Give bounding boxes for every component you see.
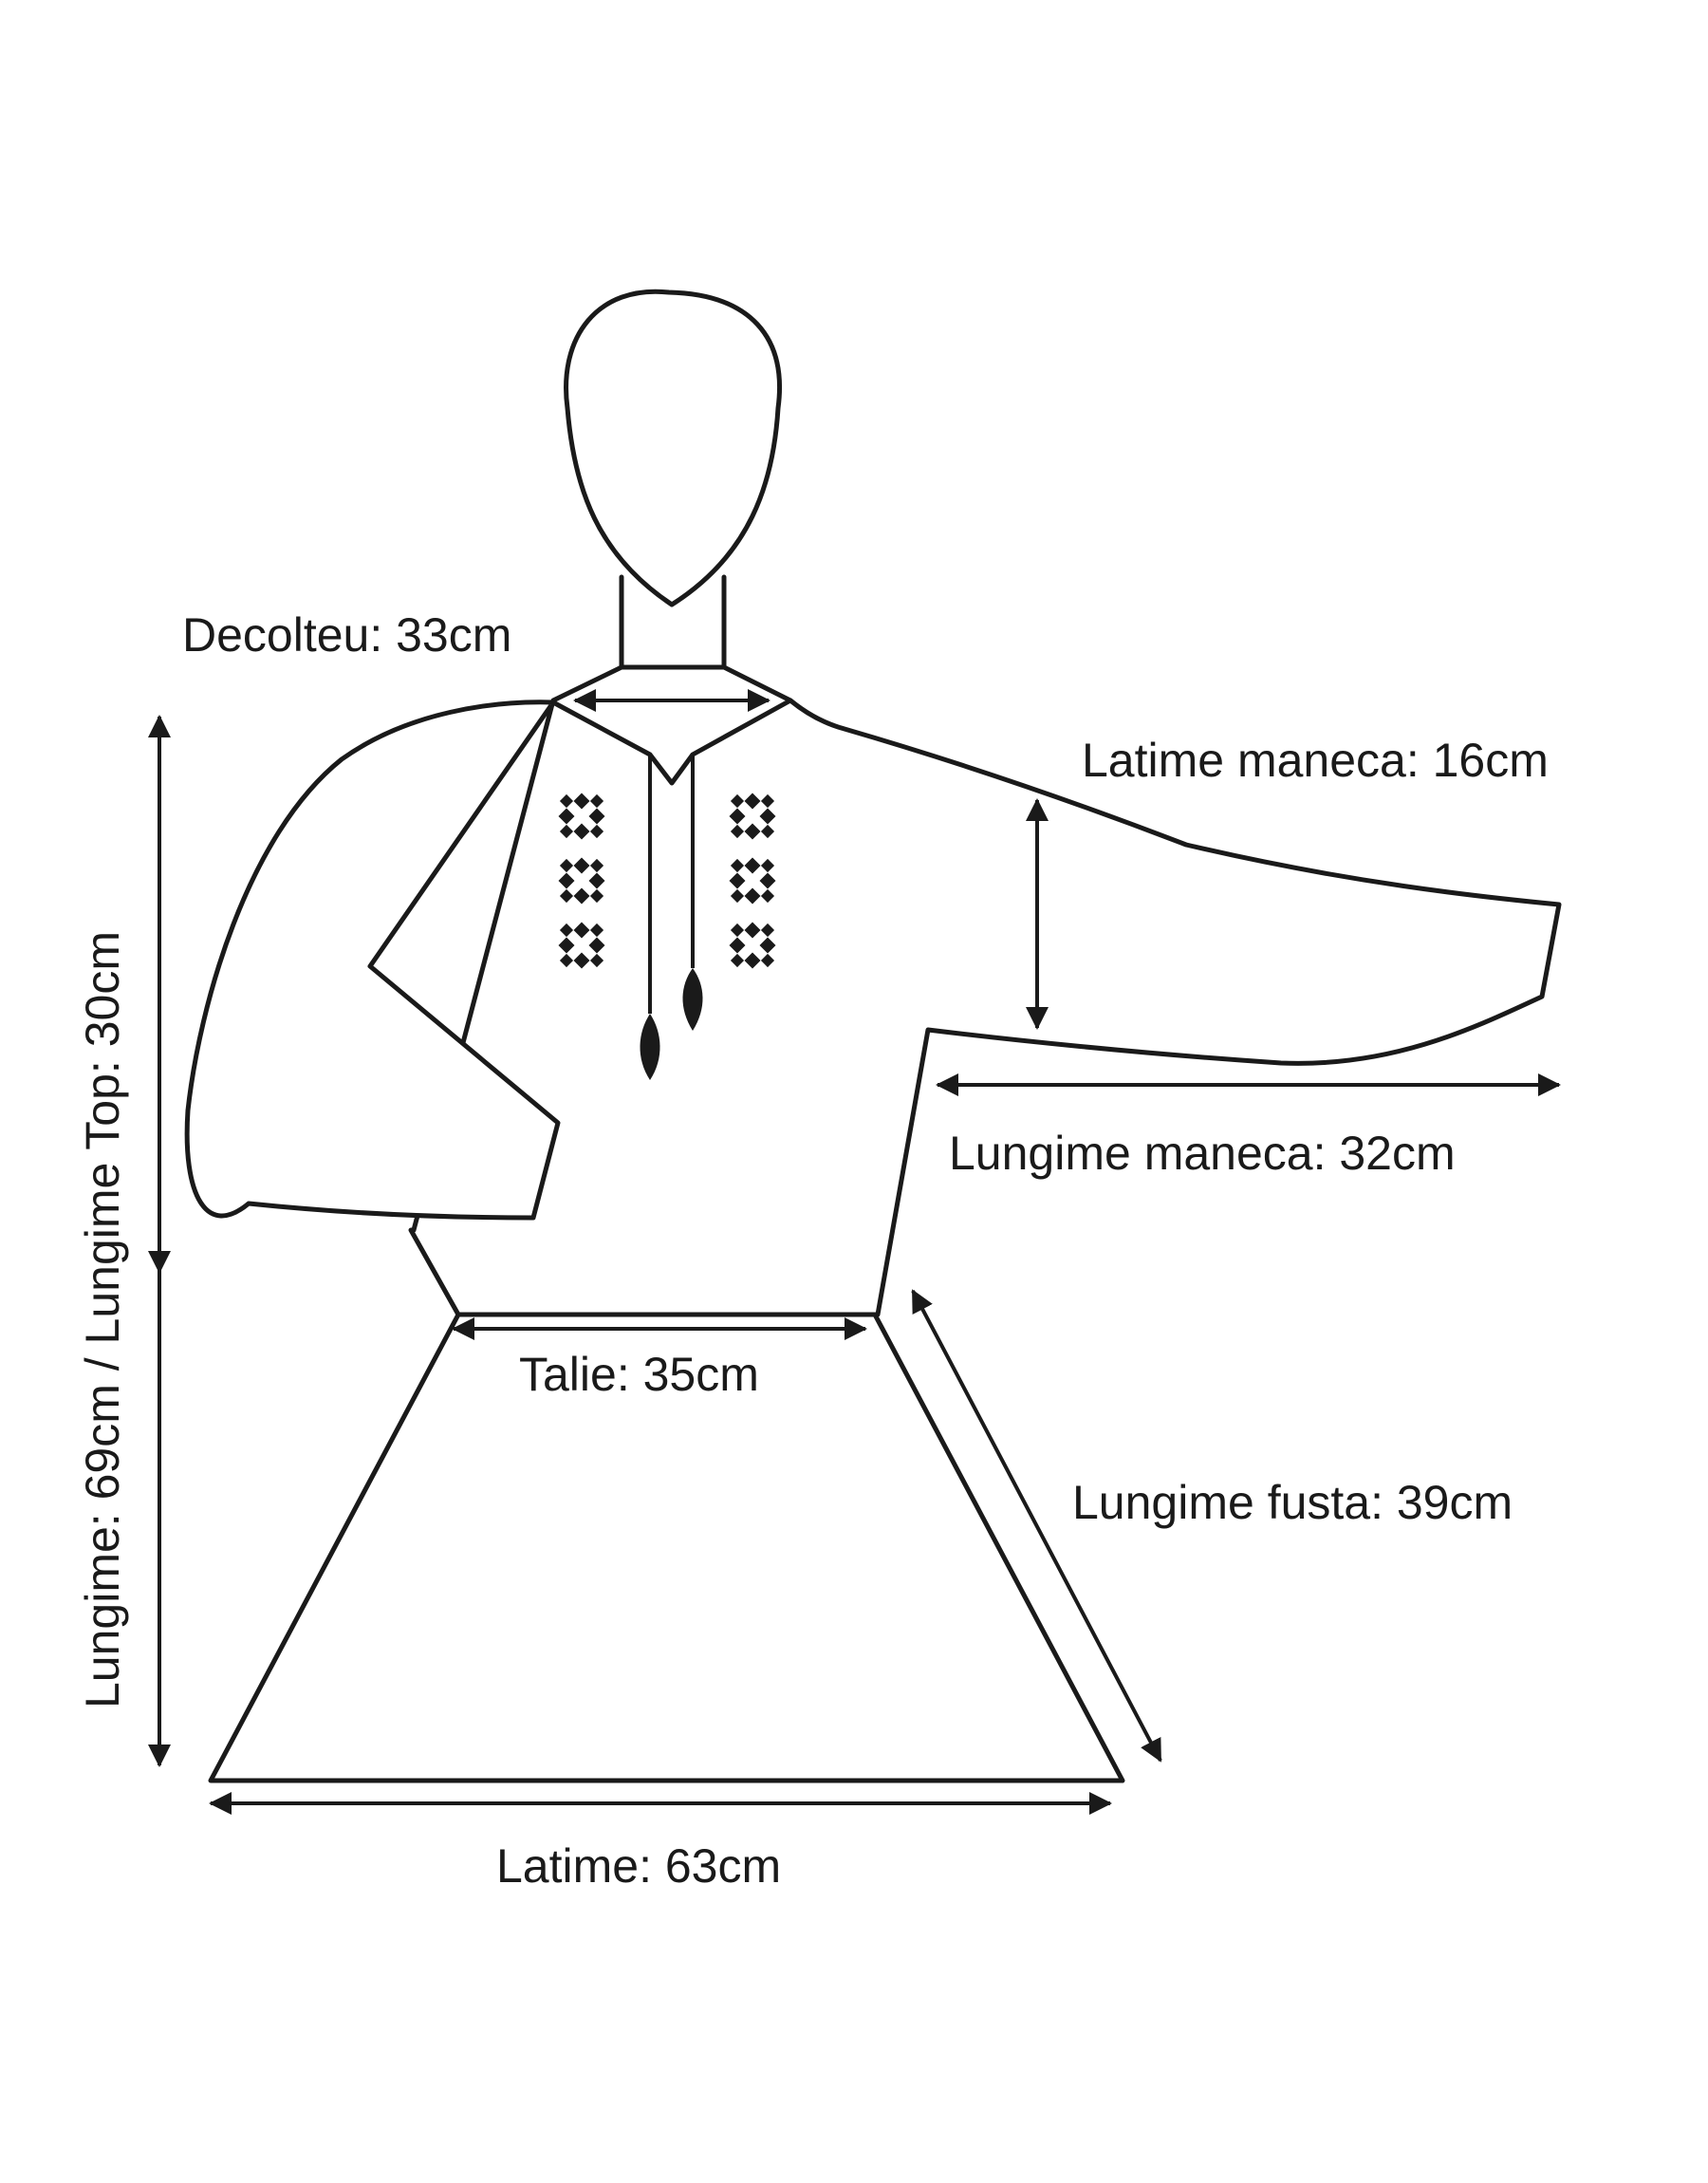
embroidery-diamond: [573, 922, 590, 939]
embroidery-diamond: [558, 872, 575, 889]
embroidery-diamond: [573, 823, 590, 840]
tassel-left-icon: [640, 1014, 660, 1080]
embroidery-diamond: [589, 923, 604, 938]
embroidery-motifs: [558, 793, 776, 969]
embroidery-diamond: [744, 922, 761, 939]
bent-sleeve: [184, 700, 561, 1221]
embroidery-motif-icon: [729, 793, 776, 840]
embroidery-diamond: [559, 793, 574, 809]
skirt-length-arrow: [911, 1289, 1162, 1763]
embroidery-motif-icon: [729, 922, 776, 969]
embroidery-diamond: [729, 872, 746, 889]
embroidery-diamond: [589, 953, 604, 968]
tassel-right-icon: [682, 968, 703, 1031]
embroidery-diamond: [760, 824, 775, 839]
embroidery-diamond: [589, 793, 604, 809]
embroidery-diamond: [588, 808, 605, 825]
sleeve-width-label: Latime maneca: 16cm: [1082, 734, 1549, 787]
embroidery-diamond: [559, 953, 574, 968]
embroidery-diamond: [558, 808, 575, 825]
embroidery-diamond: [559, 888, 574, 904]
embroidery-diamond: [589, 858, 604, 873]
embroidery-diamond: [760, 793, 775, 809]
embroidery-diamond: [730, 793, 745, 809]
waist-label: Talie: 35cm: [519, 1348, 759, 1401]
embroidery-diamond: [759, 872, 776, 889]
embroidery-diamond: [730, 888, 745, 904]
sleeve-length-label: Lungime maneca: 32cm: [949, 1127, 1456, 1180]
embroidery-diamond: [744, 823, 761, 840]
embroidery-motif-icon: [558, 922, 605, 969]
mannequin-head: [564, 289, 782, 607]
embroidery-diamond: [729, 808, 746, 825]
embroidery-diamond: [559, 824, 574, 839]
embroidery-diamond: [559, 923, 574, 938]
embroidery-diamond: [760, 953, 775, 968]
embroidery-diamond: [588, 937, 605, 954]
embroidery-diamond: [558, 937, 575, 954]
embroidery-diamond: [588, 872, 605, 889]
embroidery-diamond: [559, 858, 574, 873]
mannequin-neck: [619, 574, 727, 670]
width-label: Latime: 63cm: [496, 1839, 781, 1893]
embroidery-diamond: [589, 824, 604, 839]
embroidery-diamond: [760, 923, 775, 938]
collar: [550, 698, 793, 786]
embroidery-diamond: [760, 888, 775, 904]
embroidery-diamond: [573, 952, 590, 969]
embroidery-diamond: [730, 858, 745, 873]
neckline-label: Decolteu: 33cm: [182, 608, 511, 662]
embroidery-diamond: [729, 937, 746, 954]
embroidery-diamond: [759, 937, 776, 954]
total-length-label: Lungime: 69cm / Lungime Top: 30cm: [76, 931, 129, 1708]
skirt-length-label: Lungime fusta: 39cm: [1072, 1476, 1513, 1529]
embroidery-diamond: [589, 888, 604, 904]
embroidery-diamond: [573, 887, 590, 905]
embroidery-diamond: [730, 824, 745, 839]
embroidery-diamond: [730, 923, 745, 938]
embroidery-diamond: [759, 808, 776, 825]
embroidery-diamond: [744, 952, 761, 969]
embroidery-motif-icon: [729, 857, 776, 905]
embroidery-diamond: [730, 953, 745, 968]
embroidery-diamond: [573, 793, 590, 810]
embroidery-diamond: [760, 858, 775, 873]
embroidery-diamond: [744, 857, 761, 874]
embroidery-motif-icon: [558, 857, 605, 905]
embroidery-motif-icon: [558, 793, 605, 840]
embroidery-diamond: [573, 857, 590, 874]
embroidery-diamond: [744, 887, 761, 905]
blouse-body: [408, 664, 1562, 1317]
embroidery-diamond: [744, 793, 761, 810]
